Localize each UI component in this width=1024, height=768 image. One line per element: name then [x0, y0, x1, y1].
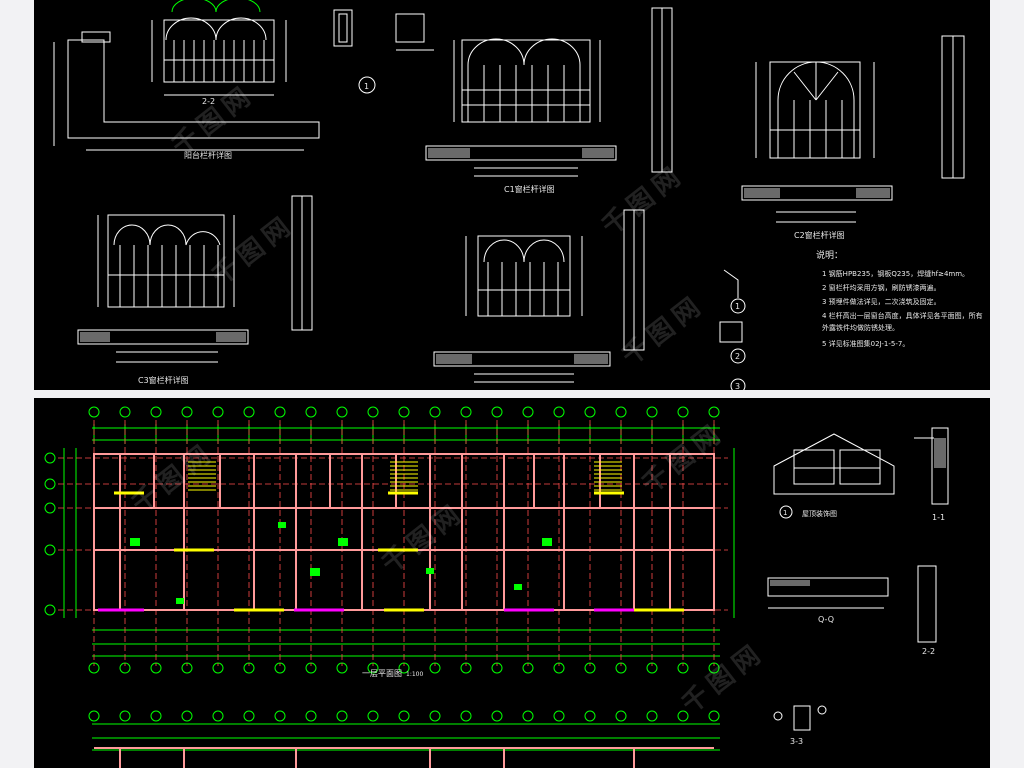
profile-rail	[67, 39, 320, 139]
detail-marker-2: 2	[735, 352, 740, 361]
label-c1: C1窗栏杆详图	[504, 184, 555, 194]
note-line: 2 窗栏杆均采用方钢，刷防锈漆两遍。	[822, 283, 941, 292]
axis-bubble	[212, 406, 224, 418]
axis-bubble	[150, 710, 162, 722]
gable-detail	[773, 433, 895, 519]
axis-bubble	[181, 710, 193, 722]
axis-bubble	[553, 710, 565, 722]
axis-bubble	[305, 406, 317, 418]
axis-bubble	[491, 406, 503, 418]
top-drawing-panel: 阳台栏杆详图 2-2 C1窗栏杆详图 C2窗栏杆详图 C3窗栏杆详图 1 1 2…	[34, 0, 990, 390]
section-label-2-2: 2-2	[922, 647, 935, 656]
axis-bubble	[44, 478, 56, 490]
axis-bubble	[212, 710, 224, 722]
detail-marker-1b: 1	[735, 302, 740, 311]
railing-elevation-1	[151, 17, 287, 96]
c2-window-railing	[741, 61, 893, 223]
note-line: 外露铁件均做防锈处理。	[822, 323, 899, 332]
label-railing-1: 阳台栏杆详图	[184, 150, 232, 160]
c4-window-railing	[433, 235, 611, 383]
axis-bubble	[708, 710, 720, 722]
axis-bubble	[429, 406, 441, 418]
axis-bubble	[44, 452, 56, 464]
axis-bubble	[336, 710, 348, 722]
section-label-q-q: Q-Q	[818, 615, 834, 624]
c3-window-railing	[77, 214, 249, 363]
top-drawing-svg: 阳台栏杆详图 2-2 C1窗栏杆详图 C2窗栏杆详图 C3窗栏杆详图 1 1 2…	[53, 0, 983, 390]
axis-bubble	[553, 406, 565, 418]
notes-title: 说明：	[816, 249, 843, 261]
axis-bubble	[522, 406, 534, 418]
axis-bubble	[305, 710, 317, 722]
axis-bubble	[398, 710, 410, 722]
axis-bubble	[677, 406, 689, 418]
axis-bubble	[522, 710, 534, 722]
dimension-lines	[63, 427, 735, 751]
axis-bubble	[367, 710, 379, 722]
floor-plan-svg: 一层平面图 1:100 屋顶装饰图 1 1-1 Q-Q 2-2 3-3	[44, 406, 949, 768]
note-line: 1 钢筋HPB235，钢板Q235，焊缝hf≥4mm。	[822, 269, 969, 278]
axis-bubble	[491, 710, 503, 722]
axis-bubble	[615, 710, 627, 722]
gable-marker: 1	[783, 509, 787, 517]
axis-bubble	[274, 406, 286, 418]
axis-bubble	[181, 406, 193, 418]
axis-bubble	[336, 406, 348, 418]
axis-bubble	[646, 406, 658, 418]
axis-bubble	[646, 710, 658, 722]
axis-bubble	[274, 710, 286, 722]
axis-bubble	[243, 406, 255, 418]
section-label-1-1: 1-1	[932, 513, 945, 522]
axis-bubble	[677, 710, 689, 722]
section-label: 2-2	[202, 97, 215, 106]
marker-circle-1	[730, 298, 746, 314]
notes-block: 说明： 1 钢筋HPB235，钢板Q235，焊缝hf≥4mm。 2 窗栏杆均采用…	[816, 249, 983, 348]
section-label-3-3: 3-3	[790, 737, 803, 746]
section-details	[767, 427, 949, 731]
axis-bubble	[44, 604, 56, 616]
rail-cap	[81, 31, 111, 43]
room-tags	[130, 522, 552, 604]
axis-grid	[58, 420, 728, 666]
plan-title: 一层平面图	[362, 669, 402, 678]
c1-window-railing	[425, 38, 617, 177]
marker-circle-3	[730, 378, 746, 390]
axis-bubble	[615, 406, 627, 418]
axis-bubble	[243, 710, 255, 722]
axis-bubble	[584, 406, 596, 418]
note-line: 4 栏杆高出一层窗台高度，具体详见各平面图，所有	[822, 311, 983, 320]
axis-bubble	[398, 406, 410, 418]
axis-bubble	[584, 710, 596, 722]
note-line: 3 预埋件做法详见，二次浇筑及固定。	[822, 297, 941, 306]
axis-bubble	[460, 406, 472, 418]
axis-bubble	[429, 710, 441, 722]
column-detail	[333, 9, 353, 47]
axis-bubble	[367, 406, 379, 418]
stairs	[188, 461, 622, 491]
axis-bubble	[708, 406, 720, 418]
marker-circle-2	[730, 348, 746, 364]
axis-bubble	[88, 710, 100, 722]
detail-marker-3: 3	[735, 382, 740, 390]
bottom-drawing-panel: 一层平面图 1:100 屋顶装饰图 1 1-1 Q-Q 2-2 3-3 千图网 …	[34, 398, 990, 768]
label-c2: C2窗栏杆详图	[794, 230, 845, 240]
label-c3: C3窗栏杆详图	[138, 375, 189, 385]
gable-label: 屋顶装饰图	[802, 509, 837, 518]
note-line: 5 详见标准图集02J-1-5-7。	[822, 339, 909, 348]
axis-bubble	[150, 406, 162, 418]
detail-marker-1: 1	[364, 82, 369, 91]
axis-ticks	[44, 406, 720, 722]
windows	[98, 491, 684, 612]
axis-bubble	[88, 406, 100, 418]
axis-bubble	[44, 544, 56, 556]
anchor-detail	[395, 13, 425, 43]
detail-marker-circle	[358, 76, 376, 94]
plan-scale: 1:100	[406, 671, 423, 678]
axis-bubble	[119, 710, 131, 722]
axis-bubble	[44, 502, 56, 514]
axis-bubble	[119, 406, 131, 418]
axis-bubble	[460, 710, 472, 722]
